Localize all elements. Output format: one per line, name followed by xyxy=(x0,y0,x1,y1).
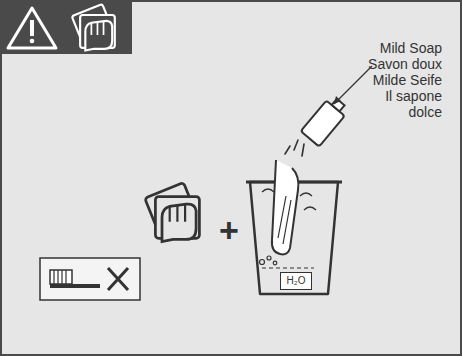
plus-sign: + xyxy=(214,212,244,248)
brush-prohibited xyxy=(40,258,140,300)
prohibited-cross xyxy=(108,268,128,290)
bubble xyxy=(267,256,271,260)
warning-triangle xyxy=(8,8,56,48)
brush-bristles xyxy=(54,270,66,284)
glove-fingers xyxy=(278,196,291,244)
brush-head xyxy=(50,270,72,284)
glove-cloth-icon xyxy=(72,4,115,51)
bubble xyxy=(260,260,265,265)
water-text: H₂O xyxy=(287,275,306,287)
exclamation-bar xyxy=(30,20,34,36)
leader-line xyxy=(334,66,372,104)
soap-label: Milde Seife xyxy=(312,72,442,88)
header-band xyxy=(0,0,132,54)
soap-label: Savon doux xyxy=(312,56,442,72)
leader-arrowhead xyxy=(334,96,341,104)
brush-box xyxy=(40,258,140,300)
bubble xyxy=(273,261,277,265)
brush-handle xyxy=(50,284,100,288)
glove-in-water xyxy=(272,160,299,254)
soap-label: Il sapone dolce xyxy=(367,88,442,120)
soap-label: Mild Soap xyxy=(312,40,442,56)
soap-bottle xyxy=(285,94,350,156)
triangle-outline xyxy=(8,8,56,48)
glove-cloth-icon xyxy=(145,182,200,241)
water-tag: H₂O xyxy=(280,272,312,290)
exclamation-dot xyxy=(30,39,35,44)
water-line xyxy=(262,267,314,268)
soap-drops xyxy=(285,140,304,156)
bucket xyxy=(246,160,342,294)
wash-lines xyxy=(262,189,316,210)
